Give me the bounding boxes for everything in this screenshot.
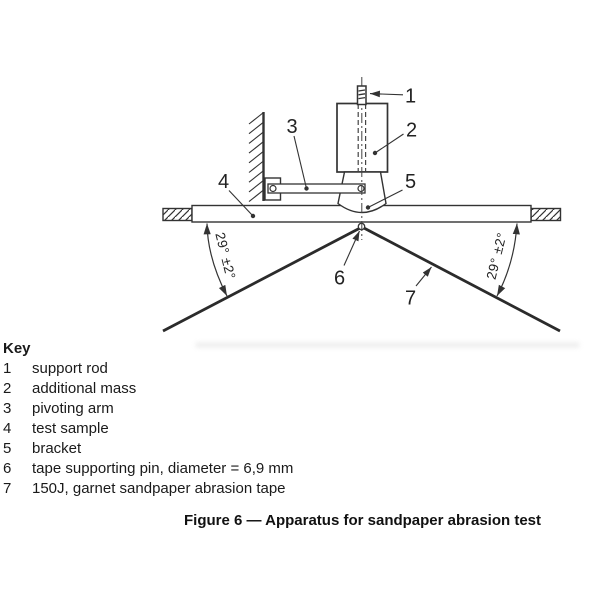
key-row: 3 pivoting arm <box>3 399 293 419</box>
arm-pivot-right <box>357 184 365 193</box>
key-row: 4 test sample <box>3 419 293 439</box>
wall <box>248 112 282 203</box>
key-heading: Key <box>3 340 31 357</box>
key-row: 6 tape supporting pin, diameter = 6,9 mm <box>3 459 293 479</box>
key-item-text: 150J, garnet sandpaper abrasion tape <box>32 480 286 497</box>
part-label-3: 3 <box>286 116 297 138</box>
part-label-5: 5 <box>405 171 416 193</box>
leader-7 <box>415 266 432 287</box>
tape-right <box>361 225 561 333</box>
abrasion-tape <box>162 225 561 333</box>
key-item-number: 4 <box>3 420 12 437</box>
leader-1 <box>369 90 404 98</box>
apparatus-diagram: 29° ±2° 29° ±2° 1 2 3 4 5 6 7 <box>162 77 562 333</box>
key-item-text: tape supporting pin, diameter = 6,9 mm <box>32 460 294 477</box>
right-clamp-stub <box>530 207 562 222</box>
part-labels: 1 2 3 4 5 6 7 <box>218 86 417 310</box>
wall-hatching <box>248 112 264 203</box>
angle-label-left: 29° ±2° <box>212 231 238 281</box>
leader-6 <box>343 230 361 266</box>
angle-arc-right <box>496 223 520 297</box>
part-label-1: 1 <box>405 86 416 108</box>
arm-pivot-left <box>269 184 277 193</box>
scan-artifact <box>195 342 580 348</box>
key-item-text: bracket <box>32 440 82 457</box>
key-item-number: 2 <box>3 380 12 397</box>
leader-3 <box>293 135 308 189</box>
key-item-text: support rod <box>32 360 108 377</box>
key-row: 2 additional mass <box>3 379 293 399</box>
key-item-number: 7 <box>3 480 12 497</box>
leader-2 <box>374 133 404 154</box>
leader-lines <box>228 90 432 287</box>
key-item-number: 6 <box>3 460 12 477</box>
figure-caption: Figure 6 — Apparatus for sandpaper abras… <box>184 512 542 529</box>
tape-left <box>162 225 363 333</box>
key-item-text: additional mass <box>32 380 137 397</box>
key-item-text: pivoting arm <box>32 400 114 417</box>
part-label-7: 7 <box>405 288 416 310</box>
key-item-text: test sample <box>32 420 109 437</box>
left-clamp-stub <box>162 207 193 222</box>
key-row: 1 support rod <box>3 359 293 379</box>
key-item-number: 5 <box>3 440 12 457</box>
part-label-4: 4 <box>218 171 229 193</box>
key-item-number: 3 <box>3 400 12 417</box>
part-label-2: 2 <box>406 120 417 142</box>
leader-5 <box>367 189 403 208</box>
angle-arc-left <box>203 223 228 297</box>
support-rod <box>356 85 367 106</box>
key-item-number: 1 <box>3 360 12 377</box>
angle-label-right: 29° ±2° <box>484 231 510 281</box>
key-section: Key 1 support rod 2 additional mass 3 pi… <box>3 339 293 499</box>
pivoting-arm <box>267 183 366 194</box>
angle-dimensions <box>203 223 520 297</box>
key-row: 7 150J, garnet sandpaper abrasion tape <box>3 479 293 499</box>
key-row: 5 bracket <box>3 439 293 459</box>
leader-4 <box>228 190 254 217</box>
part-label-6: 6 <box>334 268 345 290</box>
